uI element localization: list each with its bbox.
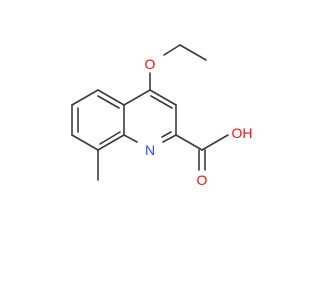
atom-label-ether-oxygen: O [145,56,156,72]
bond-c7-c8 [71,134,99,151]
bond-layer [71,44,229,181]
bond-ch2-o [163,44,181,56]
bond-ch3-ch2 [179,44,207,61]
bond-c4-c3 [149,89,177,106]
atom-label-ring-nitrogen: N [145,142,155,158]
molecule-diagram: O N OH O [71,44,253,188]
bond-c8-c8a-inner [99,131,121,145]
atom-label-layer: O N OH O [145,56,253,188]
bond-c4a-c5 [97,89,125,106]
bond-c5-c6 [71,89,99,106]
bond-n-c8a [123,134,138,143]
bond-c4-c3-inner [150,95,173,109]
bond-c4a-c5-inner [97,95,120,109]
bond-c2-n [162,134,177,143]
structure-canvas: O N OH O [71,44,253,188]
bond-c4a-c4 [123,89,151,106]
bond-c2-n-inner [161,131,172,138]
bond-c2-cooh [175,134,203,151]
bond-c-oh [201,134,229,151]
atom-label-carbonyl-oxygen: O [197,172,208,188]
bond-c8-c8a [97,134,125,151]
atom-label-hydroxyl: OH [232,125,253,141]
